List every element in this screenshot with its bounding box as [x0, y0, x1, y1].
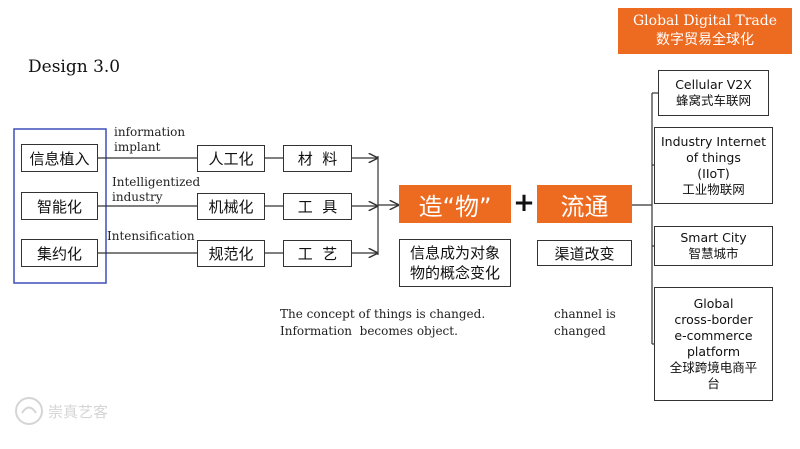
- right-box-line: 全球跨境电商平: [669, 360, 758, 375]
- stage-box: 人工化: [197, 145, 265, 172]
- watermark: 崇真艺客: [14, 396, 108, 426]
- right-box-line: 蜂窝式车联网: [675, 93, 751, 108]
- object-concept-line: 物的概念变化: [409, 264, 500, 282]
- element-box: 材 料: [283, 145, 352, 172]
- label-intensification: 集约化: [21, 239, 98, 267]
- caption-line: Intensification: [107, 229, 195, 243]
- right-box-line: 工业物联网: [682, 181, 745, 197]
- right-box-line: (IIoT): [697, 165, 730, 181]
- object-note: The concept of things is changed. Inform…: [280, 306, 485, 340]
- right-box-line: cross-border: [674, 312, 753, 327]
- caption-information-implant: information implant: [114, 125, 185, 155]
- circulate-block: 流通: [537, 185, 632, 223]
- iiot-box: Industry Internet of things (IIoT) 工业物联网: [654, 127, 773, 204]
- element-box: 工 具: [283, 193, 352, 220]
- stage-box: 机械化: [197, 193, 265, 220]
- caption-intelligentized: Intelligentized industry: [112, 175, 200, 205]
- right-box-line: Smart City: [680, 230, 747, 245]
- global-digital-trade-badge: Global Digital Trade 数字贸易全球化: [618, 8, 792, 54]
- caption-line: implant: [114, 140, 161, 154]
- channel-note-line: channel is: [554, 307, 616, 321]
- channel-note-line: changed: [554, 324, 606, 338]
- channel-change-box: 渠道改变: [537, 240, 632, 266]
- label-intelligentized: 智能化: [21, 192, 98, 220]
- object-note-line: The concept of things is changed.: [280, 307, 486, 321]
- object-concept-line: 信息成为对象: [409, 244, 500, 262]
- object-concept-box: 信息成为对象 物的概念变化: [399, 239, 511, 287]
- channel-note: channel is changed: [554, 306, 616, 340]
- right-box-line: 台: [707, 376, 720, 391]
- watermark-text: 崇真艺客: [48, 402, 109, 421]
- badge-line-2: 数字贸易全球化: [656, 32, 754, 48]
- cross-border-ecommerce-box: Global cross-border e-commerce platform …: [654, 287, 773, 401]
- element-box: 工 艺: [283, 240, 352, 267]
- right-box-line: of things: [686, 149, 741, 165]
- watermark-logo-icon: [15, 397, 43, 425]
- cellular-v2x-box: Cellular V2X 蜂窝式车联网: [658, 70, 769, 116]
- right-box-line: 智慧城市: [688, 246, 739, 261]
- label-information-implant: 信息植入: [21, 144, 98, 172]
- badge-line-1: Global Digital Trade: [633, 13, 777, 29]
- caption-line: Intelligentized: [112, 175, 201, 189]
- design-title: Design 3.0: [28, 57, 121, 77]
- caption-line: information: [114, 125, 186, 139]
- smart-city-box: Smart City 智慧城市: [654, 226, 773, 266]
- right-box-line: Industry Internet: [660, 133, 767, 149]
- caption-line: industry: [112, 190, 163, 204]
- stage-box: 规范化: [197, 240, 265, 267]
- plus-sign: +: [513, 188, 535, 218]
- right-box-line: Cellular V2X: [675, 77, 752, 92]
- right-box-line: Global: [693, 296, 734, 311]
- object-block: 造“物”: [399, 185, 511, 223]
- right-box-line: e-commerce: [674, 328, 753, 343]
- caption-intensification: Intensification: [107, 229, 195, 244]
- right-box-line: platform: [686, 344, 741, 359]
- object-note-line: Information becomes object.: [280, 324, 458, 338]
